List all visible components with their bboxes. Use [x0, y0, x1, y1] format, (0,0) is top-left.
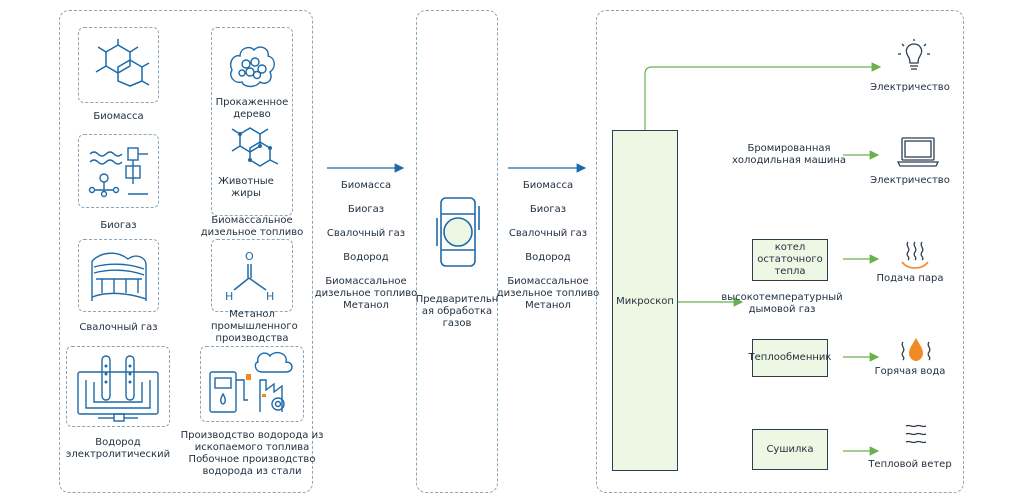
- label-prok-wood-2: дерево: [233, 109, 271, 120]
- lightbulb-icon: [898, 39, 930, 70]
- tile-hydrogen: [66, 346, 170, 427]
- label-fossil-h2-4: водорода из стали: [202, 466, 302, 477]
- boiler-label-2: остаточного: [757, 254, 823, 265]
- gas-tank-icon: [436, 197, 480, 267]
- label-biogas: Биогаз: [100, 220, 137, 231]
- flow-right-biomass: Биомасса: [522, 180, 574, 191]
- tile-fossil-h2: [200, 346, 304, 422]
- fat-molecule-icon: [231, 127, 279, 167]
- label-electricity-2: Электричество: [870, 175, 950, 186]
- fuel-factory-icon: [209, 351, 293, 413]
- utilization-panel: [596, 10, 964, 493]
- pretreat-label-3: газов: [442, 318, 472, 329]
- wood-pellets-icon: [230, 46, 275, 88]
- flow-right-methanol: Метанол: [525, 300, 571, 311]
- flow-left-biodiesel-2: дизельное топливо: [314, 288, 418, 299]
- label-steam: Подача пара: [876, 273, 944, 284]
- label-fossil-h2-1: Производство водорода из: [180, 430, 324, 441]
- pretreatment-panel: [416, 10, 498, 493]
- label-biomass: Биомасса: [93, 111, 144, 122]
- dryer-label: Сушилка: [766, 443, 814, 455]
- laptop-icon: [896, 137, 940, 167]
- label-hot-wind: Тепловой ветер: [868, 459, 952, 470]
- label-animal-fats-2: жиры: [231, 188, 261, 199]
- tile-methanol: [211, 239, 293, 312]
- tile-prok-wood: [211, 27, 293, 216]
- label-methanol-3: производства: [215, 333, 289, 344]
- arrow-to-electricity-1: [644, 62, 882, 130]
- electrolyzer-icon: [77, 355, 159, 422]
- label-electricity-1: Электричество: [870, 82, 950, 93]
- tile-landfill: [78, 239, 159, 312]
- tile-biogas: [78, 134, 159, 208]
- label-methanol-2: промышленного: [211, 321, 298, 332]
- sources-panel: [59, 10, 313, 493]
- svg-text:H: H: [225, 290, 233, 303]
- flow-left-biomass: Биомасса: [340, 180, 392, 191]
- dryer-box: Сушилка: [752, 429, 828, 470]
- flow-right-landfill: Свалочный газ: [508, 228, 588, 239]
- boiler-label-3: тепла: [774, 266, 806, 277]
- label-biodiesel-1: Биомассальное: [211, 215, 293, 226]
- label-chiller-1: Бромированная: [747, 143, 831, 154]
- flow-left-biogas: Биогаз: [347, 204, 385, 215]
- label-methanol-1: Метанол: [229, 309, 275, 320]
- flow-left-methanol: Метанол: [343, 300, 389, 311]
- flow-left-landfill: Свалочный газ: [326, 228, 406, 239]
- label-hot-water: Горячая вода: [874, 366, 946, 377]
- flow-right-hydrogen: Водород: [525, 252, 571, 263]
- heat-exchanger-box: Теплообменник: [749, 339, 831, 377]
- label-hydrogen-1: Водород: [95, 437, 141, 448]
- hot-wind-icon: [905, 424, 927, 444]
- label-fossil-h2-3: Побочное производство: [188, 454, 316, 465]
- hot-water-icon: [901, 338, 931, 361]
- molecule-icon: [95, 39, 150, 87]
- label-biodiesel-2: дизельное топливо: [200, 227, 304, 238]
- boiler-label-1: котел: [774, 242, 806, 253]
- exchanger-label: Теплообменник: [748, 352, 832, 363]
- microscope-label: Микроскоп: [616, 296, 674, 307]
- flow-left-hydrogen: Водород: [343, 252, 389, 263]
- biogas-plant-icon: [88, 147, 148, 198]
- methanol-molecule-icon: O H H: [225, 250, 274, 303]
- svg-text:O: O: [245, 250, 254, 263]
- microscope-column: [612, 130, 678, 471]
- label-prok-wood-1: Прокаженное: [215, 97, 289, 108]
- steam-icon: [901, 241, 929, 269]
- tile-biomass: [78, 27, 159, 103]
- label-animal-fats-1: Животные: [218, 176, 274, 187]
- label-landfill: Свалочный газ: [79, 322, 158, 333]
- label-fossil-h2-2: ископаемого топлива: [194, 442, 310, 453]
- pretreat-label-2: ая обработка: [421, 306, 493, 317]
- flow-right-biodiesel-1: Биомассальное: [507, 276, 589, 287]
- svg-text:H: H: [266, 290, 274, 303]
- label-chiller-2: холодильная машина: [731, 155, 847, 166]
- label-flue-1: высокотемпературный: [721, 292, 843, 303]
- flow-right-biodiesel-2: дизельное топливо: [496, 288, 600, 299]
- label-hydrogen-2: электролитический: [65, 449, 171, 460]
- landfill-icon: [91, 252, 147, 301]
- flow-left-biodiesel-1: Биомассальное: [325, 276, 407, 287]
- flow-right-biogas: Биогаз: [529, 204, 567, 215]
- label-flue-2: дымовой газ: [748, 304, 816, 315]
- pretreat-label-1: Предварительн: [415, 294, 499, 305]
